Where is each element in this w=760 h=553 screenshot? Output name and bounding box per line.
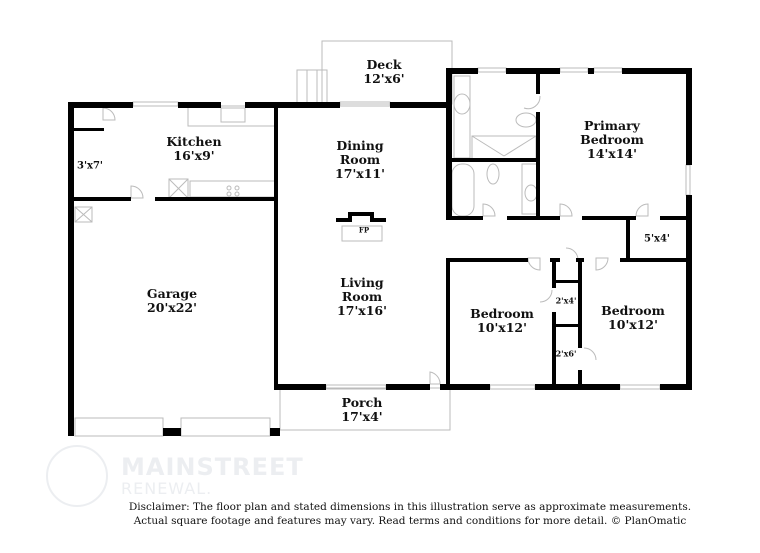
room-dining: Dining Room 17'x11' [335, 139, 385, 181]
room-name: Room [341, 289, 383, 304]
room-name: Living [340, 275, 384, 290]
room-living: Living Room 17'x16' [337, 276, 387, 318]
room-dimension: 16'x9' [173, 148, 215, 163]
closet-primary: 5'x4' [644, 234, 670, 245]
room-kitchen: Kitchen 16'x9' [166, 135, 221, 163]
room-dimension: 2'x6' [555, 348, 577, 359]
room-garage: Garage 20'x22' [147, 287, 197, 315]
room-deck: Deck 12'x6' [363, 58, 404, 86]
room-name: Bedroom [601, 303, 665, 318]
room-dimension: 17'x4' [341, 409, 383, 424]
room-name: Deck [366, 57, 402, 72]
room-name: Room [339, 152, 381, 167]
room-dimension: 17'x11' [335, 166, 385, 181]
room-dimension: 5'x4' [643, 233, 671, 245]
room-porch: Porch 17'x4' [341, 396, 382, 424]
logo-circle-icon [46, 445, 108, 507]
room-name: Kitchen [166, 134, 222, 149]
room-dimension: 10'x12' [608, 317, 658, 332]
room-primary-bedroom: Primary Bedroom 14'x14' [580, 119, 644, 161]
logo-line-2: RENEWAL. [121, 479, 213, 498]
disclaimer-line-1: Disclaimer: The floor plan and stated di… [128, 501, 692, 513]
room-name: Porch [341, 395, 383, 410]
room-name: Primary [584, 118, 640, 133]
room-bedroom-2: Bedroom 10'x12' [470, 307, 534, 335]
closet-kitchen: 3'x7' [77, 161, 103, 172]
room-name: Dining [336, 138, 384, 153]
disclaimer-line-2: Actual square footage and features may v… [133, 515, 687, 527]
room-dimension: 20'x22' [147, 300, 197, 315]
closet-b: 2'x6' [555, 348, 577, 359]
room-dimension: 17'x16' [337, 303, 387, 318]
room-dimension: 14'x14' [587, 146, 637, 161]
room-bedroom-3: Bedroom 10'x12' [601, 304, 665, 332]
room-dimension: 10'x12' [477, 320, 527, 335]
room-dimension: 2'x4' [555, 295, 577, 306]
logo-line-1: MAINSTREET [121, 453, 304, 481]
room-name: Bedroom [470, 306, 534, 321]
room-dimension: 3'x7' [76, 160, 104, 172]
room-name: Garage [146, 286, 198, 301]
room-name: Bedroom [580, 132, 644, 147]
watermark-logo: MAINSTREET RENEWAL. [46, 445, 306, 507]
room-dimension: 12'x6' [363, 71, 405, 86]
disclaimer: Disclaimer: The floor plan and stated di… [0, 500, 760, 528]
fireplace-label: FP [358, 225, 370, 235]
closet-a: 2'x4' [555, 295, 577, 306]
